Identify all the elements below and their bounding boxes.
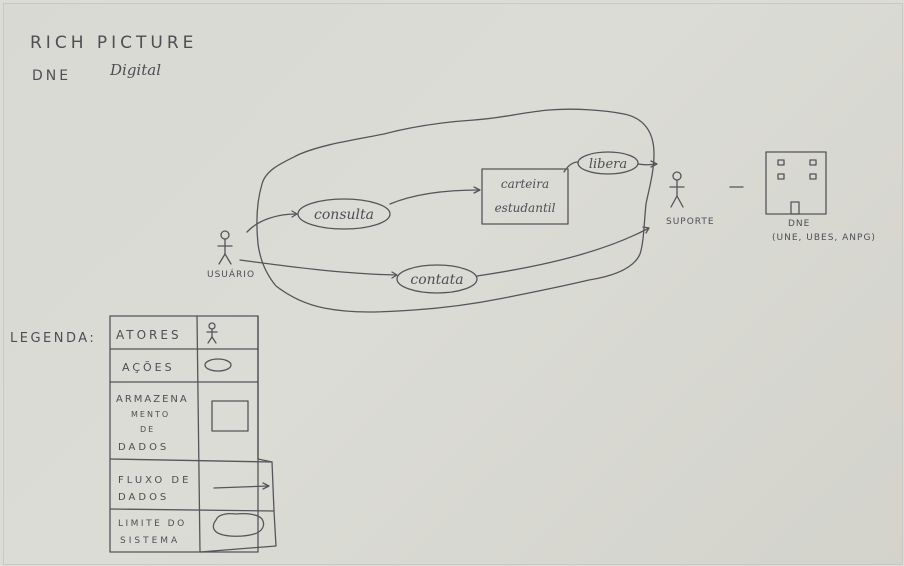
action-consulta-label: consulta (314, 207, 374, 223)
dne-building-icon (765, 151, 827, 215)
action-consulta-bubble (297, 198, 391, 230)
flow-carteira-to-libera (563, 161, 579, 173)
paper-sheet: RICH PICTURE DNE Digital USUÁRIO consult… (3, 3, 903, 565)
actor-usuario-label: USUÁRIO (207, 268, 255, 280)
action-libera-label: libera (589, 157, 627, 172)
actor-suporte-icon (669, 171, 685, 208)
actor-usuario-icon (217, 230, 233, 265)
legend-data-flow-icon (213, 482, 270, 490)
legend-action-icon (204, 358, 232, 372)
data-store-carteira (481, 168, 569, 225)
rich-picture-diagram: RICH PICTURE DNE Digital USUÁRIO consult… (10, 33, 876, 553)
legend-table (109, 315, 277, 553)
legend-system-boundary-icon (212, 513, 265, 537)
legend-row-armazenamento-line3: DE (140, 425, 155, 434)
flow-usuario-to-consulta (246, 213, 297, 233)
data-store-line2: estudantil (495, 201, 556, 215)
legend-row-armazenamento-line2: MENTO (131, 410, 170, 419)
legend-row-fluxo-line1: FLUXO DE (118, 475, 191, 486)
legend-title: LEGENDA: (10, 331, 96, 346)
flow-usuario-to-contata (239, 259, 397, 276)
actor-suporte-label: SUPORTE (666, 217, 715, 227)
legend-actor-icon (206, 322, 218, 344)
legend-row-armazenamento-line1: ARMAZENA (116, 394, 189, 405)
legend-data-store-icon (211, 400, 249, 432)
page-title: RICH PICTURE (30, 33, 197, 53)
legend-row-armazenamento-line4: DADOS (118, 442, 169, 453)
action-libera-bubble (577, 151, 639, 175)
flow-consulta-to-carteira (389, 189, 480, 205)
action-contata-bubble (396, 264, 478, 294)
data-store-line1: carteira (501, 177, 549, 191)
legend-row-fluxo-line2: DADOS (118, 492, 169, 503)
legend-row-limite-line2: SISTEMA (120, 536, 180, 546)
flow-contata-to-suporte (476, 227, 650, 277)
legend-row-limite-line1: LIMITE DO (118, 519, 187, 529)
legend-row-acoes-label: AÇÕES (122, 361, 175, 374)
dne-label: DNE (788, 219, 810, 229)
flow-libera-to-suporte (637, 163, 657, 166)
legend-row-atores-label: ATORES (116, 328, 182, 342)
page-subtitle-digital: Digital (109, 61, 161, 79)
action-contata-label: contata (410, 272, 463, 288)
dne-members-label: (UNE, UBES, ANPG) (772, 233, 876, 243)
page-subtitle-dne: DNE (32, 68, 71, 84)
